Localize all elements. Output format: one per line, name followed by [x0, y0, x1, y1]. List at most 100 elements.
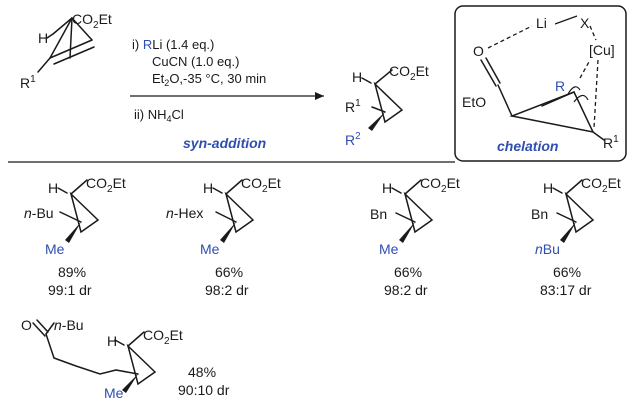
cu-alkene-dash	[593, 59, 599, 129]
migration-arrow-1	[567, 86, 581, 95]
ring-bond-top	[69, 17, 73, 59]
ex2-dr: 98:2 dr	[205, 282, 249, 298]
ex5-yield: 48%	[188, 364, 216, 380]
x-cu-dash	[589, 25, 597, 41]
example-product-4: H CO2Et Bn nBu 66% 83:17 dr	[531, 175, 621, 298]
product-ring	[373, 81, 404, 124]
chelation-model-box: Li X [Cu] O EtO R R1 chelation	[454, 5, 627, 162]
ex1-ring	[69, 191, 100, 234]
ex5-h: H	[107, 333, 117, 349]
ring-bond-left	[49, 17, 73, 59]
ex1-yield: 89%	[58, 264, 86, 280]
step2-text: ii) NH4Cl	[134, 107, 184, 124]
ex1-h: H	[48, 180, 58, 196]
ex1-dr: 99:1 dr	[48, 282, 92, 298]
start-r1: R1	[20, 74, 36, 91]
product-cyclopropane: H CO2Et R1 R2	[345, 63, 429, 148]
ex2-ester-bond	[225, 179, 243, 195]
ex5-nbu: n-Bu	[54, 317, 84, 333]
ex4-substituent: Bn	[531, 206, 548, 222]
ex5-nbu-bond	[45, 322, 55, 335]
r1-bond	[37, 57, 51, 73]
reaction-conditions: i) RLi (1.4 eq.) CuCN (1.0 eq.) Et2O,-35…	[130, 37, 324, 151]
starting-cyclopropene: H CO2Et R1	[20, 11, 112, 91]
chelation-r1-bond	[592, 131, 605, 141]
ex1-sub-bond	[59, 211, 82, 223]
chelation-cu: [Cu]	[589, 42, 615, 58]
chelation-r1: R1	[603, 134, 619, 151]
ex3-h: H	[382, 180, 392, 196]
ex5-me-wedge	[122, 374, 138, 393]
ex2-substituent: n-Hex	[166, 205, 203, 221]
ex1-me-wedge	[65, 222, 81, 243]
ex5-ester-bond	[127, 331, 145, 347]
ex1-h-bond	[57, 187, 68, 194]
r-cu-dash	[579, 59, 591, 79]
ex1-substituent: n-Bu	[24, 205, 54, 221]
ex3-sub-bond	[395, 212, 416, 223]
ex5-r2: Me	[104, 385, 124, 400]
carbonyl-bond-b	[485, 57, 501, 84]
ex2-ring	[224, 191, 255, 234]
ex4-dr: 83:17 dr	[540, 282, 592, 298]
ex5-h-bond	[114, 339, 125, 346]
ex3-me-wedge	[399, 222, 415, 243]
chelation-x: X	[580, 15, 590, 31]
chelation-li: Li	[536, 15, 547, 31]
ex5-carbonyl-bond-b	[36, 319, 49, 333]
ex3-h-bond	[391, 187, 402, 194]
ex4-h: H	[543, 180, 553, 196]
product-r2: R2	[345, 131, 361, 148]
ex5-carbonyl-o: O	[21, 317, 32, 333]
chelation-frame	[454, 5, 627, 162]
chelation-double-bond	[541, 91, 575, 107]
ex5-ester: CO2Et	[143, 327, 183, 347]
li-x-bond	[554, 15, 578, 25]
ex1-ester-bond	[70, 179, 88, 195]
ex2-h-bond	[212, 187, 223, 194]
ex4-ester-bond	[565, 179, 583, 195]
ring-bond-right	[71, 17, 93, 41]
ex3-ring	[403, 191, 434, 234]
product-h: H	[352, 69, 362, 85]
chelation-r: R	[555, 78, 565, 94]
ex2-me-wedge	[220, 222, 236, 243]
product-ester-bond	[374, 69, 393, 85]
ex2-yield: 66%	[215, 264, 243, 280]
ex2-ester: CO2Et	[241, 175, 281, 195]
carbonyl-bond-a	[480, 59, 497, 87]
chelation-eto: EtO	[462, 94, 486, 110]
ex5-ring-link	[115, 369, 139, 375]
ex4-nbu-wedge	[560, 222, 576, 243]
ex3-dr: 98:2 dr	[384, 282, 428, 298]
arrow-head	[315, 92, 324, 100]
ex5-chain	[45, 333, 117, 375]
ex2-h: H	[203, 180, 213, 196]
chelation-o: O	[473, 43, 484, 59]
ring-double-bond-a	[49, 39, 93, 59]
migration-arrow-2	[573, 94, 589, 103]
example-product-3: H CO2Et Bn Me 66% 98:2 dr	[370, 175, 460, 298]
step1-line2: CuCN (1.0 eq.)	[152, 54, 239, 69]
ex5-dr: 90:10 dr	[178, 382, 230, 398]
product-r1: R1	[345, 98, 361, 115]
ex4-ring	[564, 191, 595, 234]
ex4-sub-bond	[556, 212, 577, 223]
ex1-ester: CO2Et	[86, 175, 126, 195]
ex5-carbonyl-bond-a	[32, 322, 46, 337]
ex5-ring	[126, 343, 157, 386]
step1-line3: Et2O,-35 °C, 30 min	[152, 71, 266, 88]
carbonyl-c-bond	[497, 84, 513, 117]
product-ester: CO2Et	[389, 63, 429, 83]
start-ester: CO2Et	[72, 11, 112, 31]
ex2-sub-bond	[215, 211, 237, 223]
example-product-1: H CO2Et n-Bu Me 89% 99:1 dr	[24, 175, 126, 298]
ex4-h-bond	[552, 187, 563, 194]
ring-double-bond-b	[53, 46, 95, 65]
example-product-2: H CO2Et n-Hex Me 66% 98:2 dr	[166, 175, 281, 298]
o-li-dash	[487, 25, 533, 49]
ester-bond	[52, 17, 73, 35]
ex3-substituent: Bn	[370, 206, 387, 222]
ex4-ester: CO2Et	[581, 175, 621, 195]
